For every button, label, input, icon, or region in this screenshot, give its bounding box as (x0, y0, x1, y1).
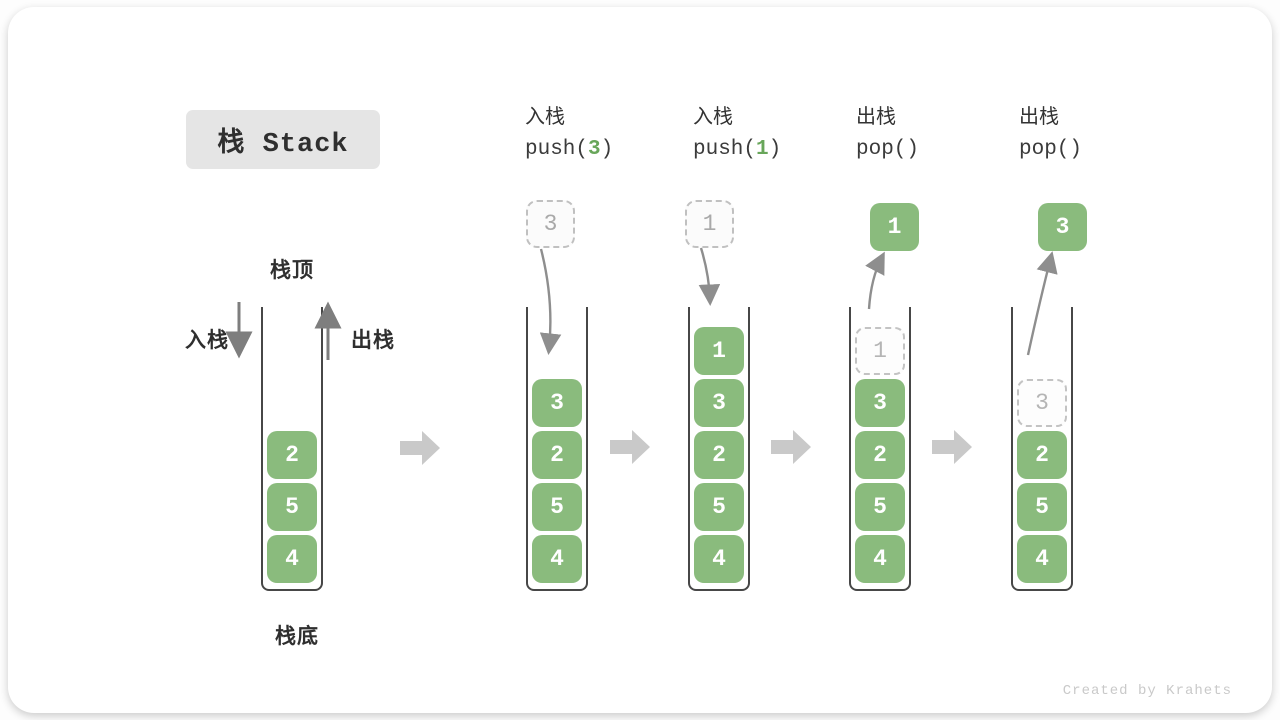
stage-header-push-1: 入栈 push(1) (693, 104, 781, 163)
next-stage-arrow-2 (610, 430, 650, 464)
stage-header-push-3: 入栈 push(3) (525, 104, 613, 163)
title-badge: 栈 Stack (186, 110, 380, 169)
push-move-arrow-push-3 (539, 248, 562, 355)
code-text: ) (768, 138, 782, 161)
operation-code: push(1) (693, 137, 781, 163)
next-stage-arrow-3 (771, 430, 811, 464)
stack-cell: 3 (694, 379, 744, 427)
stack-cell: 2 (1017, 431, 1067, 479)
stage-header-pop-3: 出栈 pop() (1019, 104, 1082, 163)
stack-top-label: 栈顶 (270, 259, 314, 282)
stack-cell: 5 (267, 483, 317, 531)
stack-cell: 2 (532, 431, 582, 479)
stack-bottom-label: 栈底 (275, 625, 319, 648)
stack-cell: 3 (855, 379, 905, 427)
stack-cell: 4 (694, 535, 744, 583)
stack-cell: 2 (694, 431, 744, 479)
stack-cell: 3 (532, 379, 582, 427)
code-text: pop() (856, 138, 920, 161)
code-argument: 3 (588, 138, 601, 161)
stack-cell: 4 (1017, 535, 1067, 583)
operation-label: 入栈 (693, 106, 733, 128)
popped-ghost-slot: 3 (1017, 379, 1067, 427)
floating-value-push-1: 1 (685, 200, 734, 248)
arrows-overlay (225, 247, 1058, 465)
floating-value-pop-3: 3 (1038, 203, 1087, 251)
next-stage-arrow-4 (932, 430, 972, 464)
pop-move-arrow-pop-3 (1026, 251, 1058, 356)
code-text: pop() (1019, 138, 1083, 161)
stack-cell: 4 (267, 535, 317, 583)
stack-cell: 4 (855, 535, 905, 583)
popped-ghost-slot: 1 (855, 327, 905, 375)
floating-value-pop-1: 1 (870, 203, 919, 251)
stage-header-pop-1: 出栈 pop() (856, 104, 919, 163)
title-text: 栈 Stack (217, 129, 349, 160)
stack-cell: 5 (694, 483, 744, 531)
stack-cell: 4 (532, 535, 582, 583)
push-move-arrow-push-1 (698, 247, 721, 306)
code-text: push( (693, 138, 757, 161)
stack-cell: 5 (532, 483, 582, 531)
stack-cell: 5 (855, 483, 905, 531)
stack-cell: 5 (1017, 483, 1067, 531)
stack-cell: 2 (855, 431, 905, 479)
stack-cell: 1 (694, 327, 744, 375)
operation-code: push(3) (525, 137, 613, 163)
code-text: push( (525, 138, 589, 161)
operation-label: 出栈 (1019, 106, 1059, 128)
watermark: Created by Krahets (1062, 683, 1232, 699)
operation-label: 入栈 (525, 106, 565, 128)
next-stage-arrow-1 (400, 431, 440, 465)
operation-label: 出栈 (856, 106, 896, 128)
pop-direction-label: 出栈 (351, 329, 395, 352)
operation-code: pop() (1019, 137, 1082, 163)
operation-code: pop() (856, 137, 919, 163)
code-text: ) (600, 138, 614, 161)
floating-value-push-3: 3 (526, 200, 575, 248)
code-argument: 1 (756, 138, 769, 161)
push-direction-label: 入栈 (185, 329, 229, 352)
stack-cell: 2 (267, 431, 317, 479)
pop-move-arrow-pop-1 (865, 251, 885, 310)
